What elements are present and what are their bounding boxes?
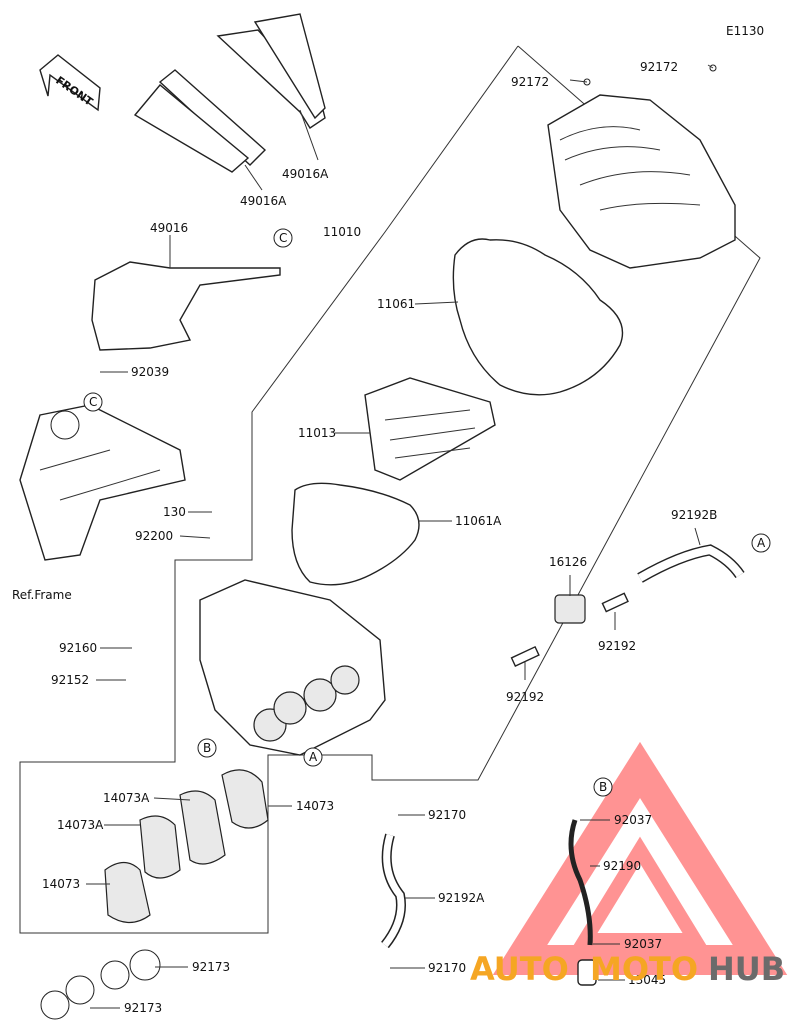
watermark-auto: AUTO: [470, 950, 569, 988]
drain-hose-inner: [382, 834, 405, 948]
label-ref-frame: Ref.Frame: [12, 588, 72, 602]
watermark-text: AUTO MOTO HUB: [470, 950, 785, 988]
label-92190: 92190: [603, 859, 641, 873]
label-92192-right: 92192: [598, 639, 636, 653]
breather-hose-inner: [638, 545, 744, 582]
callout-b-right: B: [593, 777, 613, 797]
label-49016: 49016: [150, 221, 188, 235]
label-14073A-upper: 14073A: [103, 791, 150, 805]
label-92037-upper: 92037: [614, 813, 652, 827]
label-92160: 92160: [59, 641, 97, 655]
label-92170-upper: 92170: [428, 808, 466, 822]
callout-b-left: B: [197, 738, 217, 758]
label-11061A: 11061A: [455, 514, 502, 528]
label-92173-upper: 92173: [192, 960, 230, 974]
callout-c-top: C: [273, 228, 293, 248]
svg-text:B: B: [599, 780, 607, 794]
drain-plug: [577, 959, 597, 986]
callout-a-right: A: [751, 533, 771, 553]
label-49016A-upper: 49016A: [282, 167, 329, 181]
diagram-code: E1130: [726, 24, 764, 38]
svg-text:C: C: [89, 395, 97, 409]
label-92152: 92152: [51, 673, 89, 687]
watermark-hub: HUB: [708, 950, 785, 988]
label-92192B: 92192B: [671, 508, 717, 522]
frame-section: [19, 404, 186, 561]
label-92200: 92200: [135, 529, 173, 543]
callout-a-housing: A: [303, 747, 323, 767]
label-11013: 11013: [298, 426, 336, 440]
label-92173-lower: 92173: [124, 1001, 162, 1015]
label-11010: 11010: [323, 225, 361, 239]
air-filter-element: [364, 377, 496, 481]
label-92172-a: 92172: [511, 75, 549, 89]
pcv-valve: [510, 592, 629, 667]
label-92172-b: 92172: [640, 60, 678, 74]
gasket-lower: [291, 482, 420, 586]
svg-text:A: A: [757, 536, 766, 550]
label-14073-right: 14073: [296, 799, 334, 813]
section-outline: [19, 45, 761, 934]
label-92037-lower: 92037: [624, 937, 662, 951]
callout-c-frame: C: [83, 392, 103, 412]
gasket-upper: [452, 238, 624, 396]
hose-clamps: [40, 949, 161, 1020]
label-13045: 13045: [628, 973, 666, 987]
label-14073-left: 14073: [42, 877, 80, 891]
intake-funnels: [104, 769, 269, 924]
watermark-logo: [492, 741, 788, 975]
insulator-pad-upper: [216, 13, 326, 129]
label-92039: 92039: [131, 365, 169, 379]
watermark-moto: MOTO: [590, 950, 698, 988]
label-14073A-lower: 14073A: [57, 818, 104, 832]
svg-text:B: B: [203, 741, 211, 755]
label-130: 130: [163, 505, 186, 519]
part-labels: 92172 92172 49016A 49016A 11010 49016 11…: [12, 60, 717, 1015]
leader-lines: [86, 64, 714, 1009]
insulator-pad-lower: [133, 69, 267, 173]
air-cleaner-cover: [547, 64, 736, 269]
label-49016A-lower: 49016A: [240, 194, 287, 208]
label-92192A: 92192A: [438, 891, 485, 905]
label-92170-lower: 92170: [428, 961, 466, 975]
svg-text:A: A: [309, 750, 318, 764]
svg-text:C: C: [279, 231, 287, 245]
breather-tube: [568, 819, 593, 946]
air-cleaner-housing: [199, 579, 386, 756]
label-11061: 11061: [377, 297, 415, 311]
bracket-plate: [91, 261, 281, 351]
label-92192-left: 92192: [506, 690, 544, 704]
label-16126: 16126: [549, 555, 587, 569]
front-arrow-icon: FRONT: [39, 54, 101, 112]
